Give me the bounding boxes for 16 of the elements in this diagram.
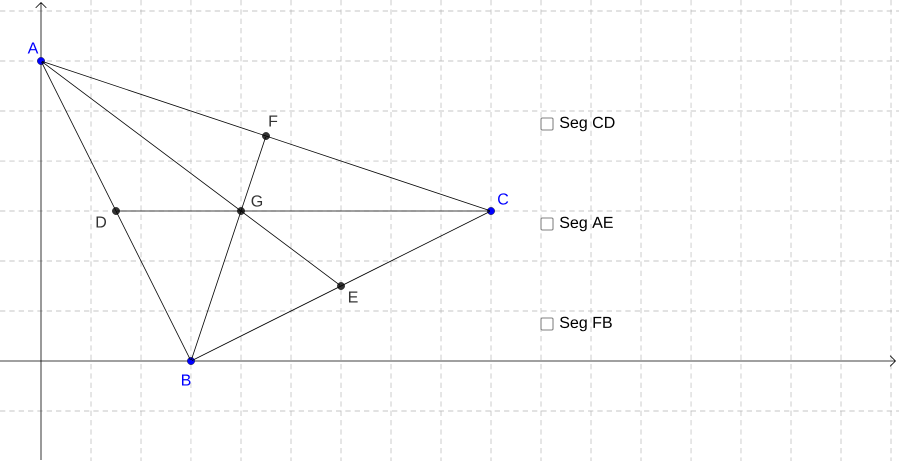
point-label: F: [269, 116, 278, 126]
segment: [41, 62, 191, 360]
checkbox: Seg FB: [540, 316, 612, 332]
point-label: G: [252, 195, 262, 207]
point-label: E: [348, 292, 358, 302]
point-label: C: [498, 193, 508, 205]
segment: [190, 136, 266, 360]
point-label: B: [182, 374, 190, 386]
segment: [192, 211, 490, 361]
point-label: A: [28, 42, 38, 54]
segment: [42, 61, 340, 286]
checkbox: Seg AE: [540, 216, 613, 232]
segment: [116, 210, 490, 212]
point-label: D: [96, 216, 106, 228]
checkbox: Seg CD: [540, 116, 614, 132]
segment: [42, 60, 490, 212]
